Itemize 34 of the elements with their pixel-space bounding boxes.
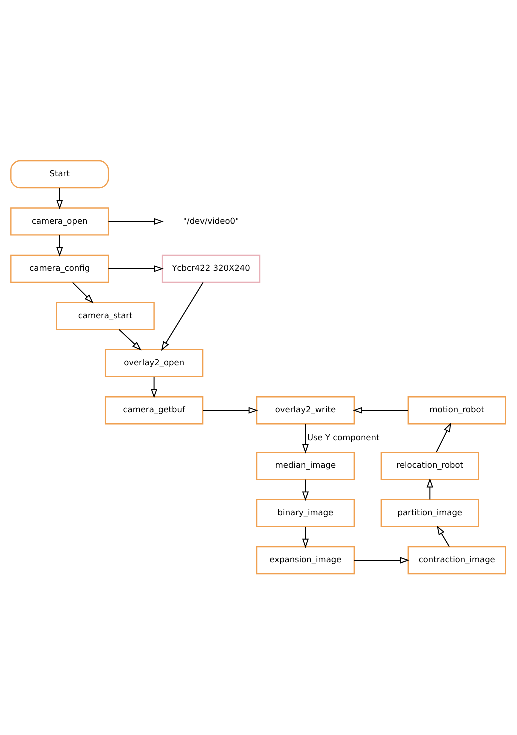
node-box: binary_image <box>256 499 356 528</box>
node-box: overlay2_open <box>105 349 204 378</box>
arrow <box>56 234 64 257</box>
node-box: overlay2_write <box>256 396 356 425</box>
node-box: camera_start <box>56 302 155 330</box>
node-box: expansion_image <box>256 546 356 575</box>
arrow <box>108 266 164 272</box>
node-box: Start <box>10 160 110 189</box>
arrow <box>161 282 204 352</box>
node-box: camera_getbuf <box>105 396 204 425</box>
arrow <box>354 557 410 564</box>
node-box: median_image <box>256 452 356 480</box>
arrow <box>302 479 310 502</box>
node-box: motion_robot <box>408 396 506 425</box>
arrow <box>202 407 258 414</box>
arrow <box>426 478 434 500</box>
arrow <box>302 424 310 454</box>
arrow <box>437 526 450 548</box>
node-box: Ycbcr422 320X240 <box>162 254 261 284</box>
arrow <box>151 376 158 398</box>
arrow <box>118 329 142 351</box>
node-box: camera_config <box>10 254 110 284</box>
node-box: camera_open <box>10 208 110 236</box>
arrow <box>436 422 452 453</box>
arrow <box>108 218 164 226</box>
node-box: relocation_robot <box>380 452 480 480</box>
node-text: "/dev/video0" <box>183 216 240 226</box>
edge-label: Use Y component <box>307 432 380 442</box>
arrow <box>72 282 94 304</box>
arrow <box>56 188 64 210</box>
node-box: partition_image <box>380 499 480 528</box>
arrow <box>302 526 310 548</box>
arrow <box>353 407 409 414</box>
node-box: contraction_image <box>408 546 506 575</box>
